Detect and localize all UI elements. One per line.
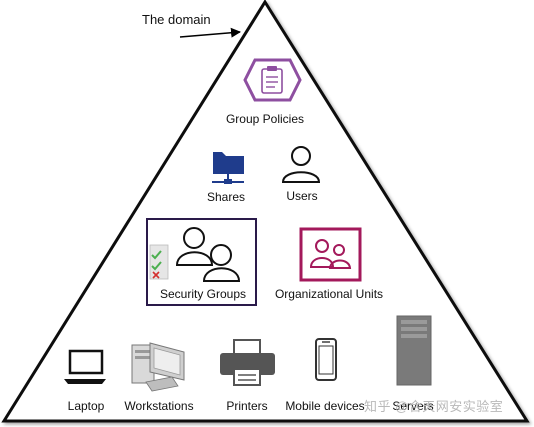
servers-label: Servers <box>392 399 434 413</box>
printers-label: Printers <box>226 399 268 413</box>
group-policies-label: Group Policies <box>225 112 305 126</box>
laptop-label: Laptop <box>67 399 105 413</box>
workstations-label: Workstations <box>124 399 194 413</box>
workstation-icon <box>131 342 185 392</box>
ou-users-icon <box>299 227 362 282</box>
users-label: Users <box>286 189 318 203</box>
security-groups-label: Security Groups <box>159 287 247 301</box>
user-icon <box>281 146 321 183</box>
mobile-devices-label: Mobile devices <box>285 399 365 413</box>
organizational-units-label: Organizational Units <box>274 287 384 301</box>
printer-icon <box>220 339 275 386</box>
mobile-phone-icon <box>315 338 337 381</box>
user-group-icon <box>175 227 241 282</box>
shares-label: Shares <box>206 190 246 204</box>
clipboard-policy-icon <box>243 58 302 102</box>
checklist-icon <box>149 244 169 280</box>
domain-arrow <box>179 27 241 38</box>
the-domain-label: The domain <box>142 12 211 27</box>
watermark: 知乎 @合天网安实验室 <box>364 399 504 414</box>
laptop-icon <box>64 349 106 384</box>
server-tower-icon <box>396 315 432 386</box>
network-folder-icon <box>212 152 244 184</box>
